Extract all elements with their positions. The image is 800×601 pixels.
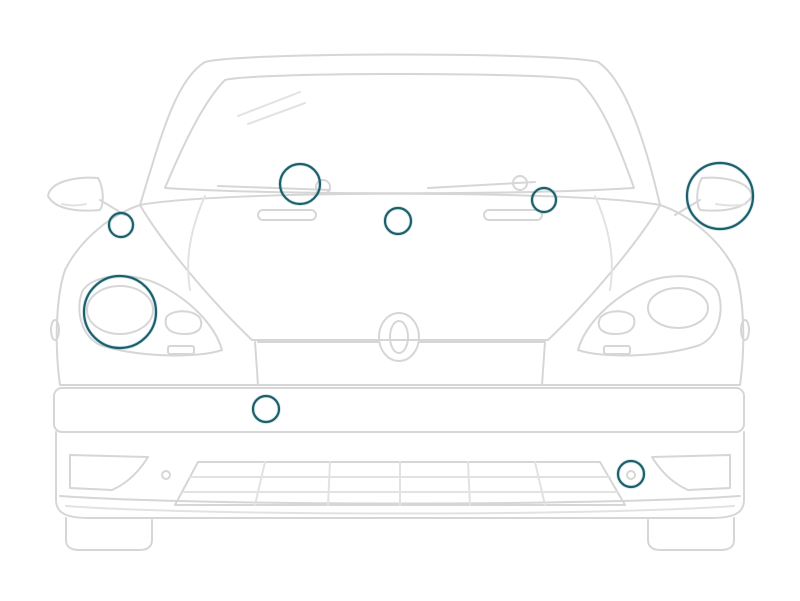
body-outline (55, 204, 745, 386)
hotspot-side-mirror-right[interactable] (685, 161, 755, 231)
hotspot-headlight-left[interactable] (82, 274, 158, 350)
wiper-right-pivot (512, 175, 528, 191)
side-marker-right (740, 319, 750, 341)
fog-recess-right (651, 454, 731, 491)
bumper-bar (53, 387, 745, 433)
hotspot-ring[interactable] (82, 274, 158, 350)
hotspot-hood-center[interactable] (383, 206, 413, 236)
hotspot-layer (82, 161, 755, 489)
hotspot-fender-left[interactable] (107, 211, 135, 239)
hood-crease-right (594, 195, 613, 291)
wiper-left (217, 185, 331, 191)
fog-lamp-left (161, 470, 171, 480)
hotspot-ring[interactable] (530, 186, 558, 214)
headlight-right-housing (577, 275, 722, 357)
hotspot-ring[interactable] (278, 162, 322, 206)
lower-grille-v1 (254, 461, 266, 506)
hotspot-ring[interactable] (383, 206, 413, 236)
lower-grille-v4 (467, 461, 471, 506)
grille-upper (254, 341, 546, 386)
windshield-glare-1 (237, 91, 301, 117)
emblem-outer (378, 312, 420, 362)
fog-lamp-right (626, 470, 636, 480)
lower-front (55, 431, 745, 519)
hood-vent-left (257, 209, 317, 221)
emblem-inner (389, 320, 409, 354)
windshield-frame (164, 73, 635, 195)
headlight-left-indicator (167, 345, 195, 355)
hotspot-fog-light-right[interactable] (616, 459, 646, 489)
mirror-left (47, 176, 104, 212)
hotspot-ring[interactable] (685, 161, 755, 231)
roof-outline (139, 53, 661, 206)
hotspot-ring[interactable] (251, 394, 281, 424)
headlight-right-drl (597, 310, 636, 335)
hotspot-windshield-wiper-left[interactable] (278, 162, 322, 206)
tyre-left (65, 517, 153, 551)
hotspot-ring[interactable] (616, 459, 646, 489)
hood-outline (139, 192, 661, 341)
tyre-right (647, 517, 735, 551)
lower-grille-v2 (327, 461, 331, 506)
lower-grille-outline (174, 461, 626, 506)
mirror-right-glare (715, 203, 747, 207)
headlight-right-indicator (603, 345, 631, 355)
headlight-left-lens (86, 285, 154, 335)
hotspot-ring[interactable] (107, 211, 135, 239)
lower-grille-v5 (534, 461, 546, 506)
hood-crease-left (187, 195, 206, 291)
hotspot-windshield-wiper-right[interactable] (530, 186, 558, 214)
wiper-right (427, 181, 536, 189)
lower-lip-2 (65, 505, 735, 515)
headlight-left-drl (164, 310, 203, 335)
headlight-left-housing (78, 275, 223, 357)
fog-recess-left (69, 454, 149, 491)
mirror-right (696, 176, 753, 212)
mirror-left-glare (61, 203, 87, 207)
hood-vent-right (483, 209, 543, 221)
hotspot-bumper-front[interactable] (251, 394, 281, 424)
side-marker-left (50, 319, 60, 341)
headlight-right-lens (647, 287, 709, 329)
windshield-glare-2 (247, 102, 306, 125)
